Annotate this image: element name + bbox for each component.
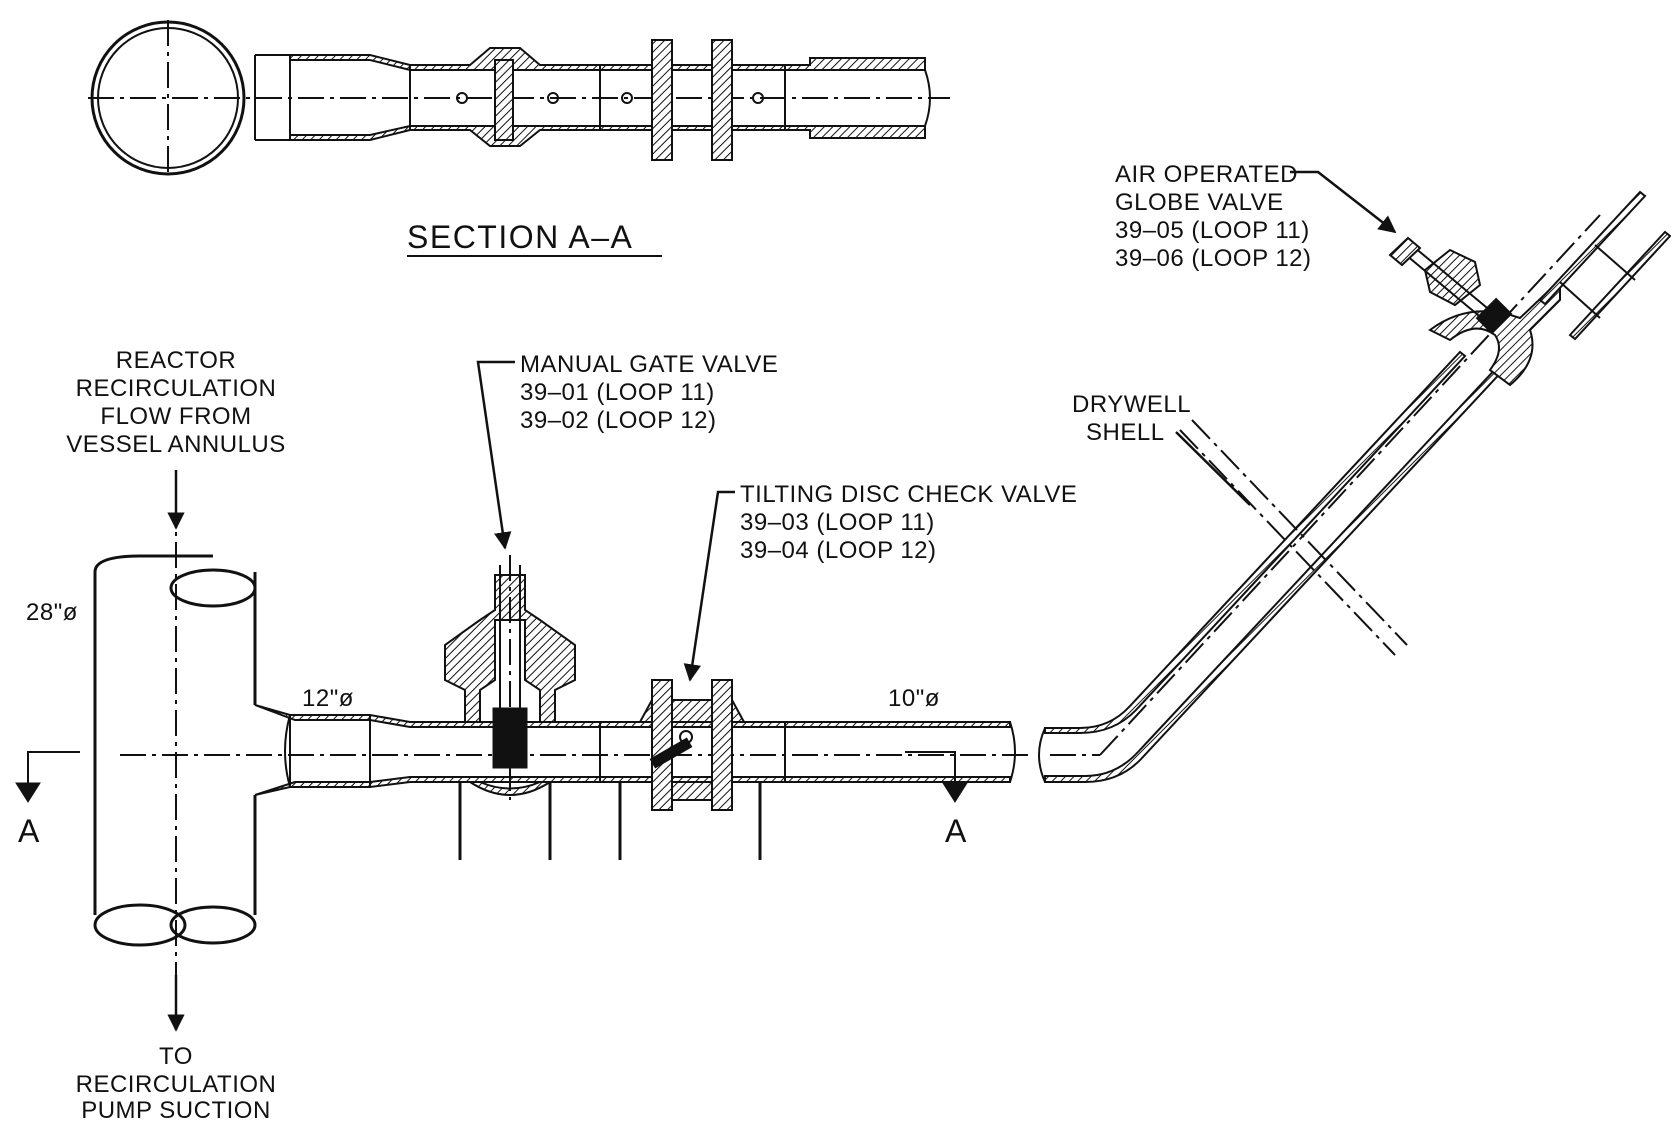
svg-text:VESSEL ANNULUS: VESSEL ANNULUS (66, 431, 286, 458)
svg-text:SHELL: SHELL (1086, 419, 1165, 446)
svg-text:RECIRCULATION: RECIRCULATION (76, 375, 277, 402)
outlet-riser (1038, 214, 1601, 783)
outlet-diameter-label: 10"ø (888, 685, 940, 712)
svg-text:TILTING DISC CHECK VALVE: TILTING DISC CHECK VALVE (740, 481, 1077, 508)
svg-text:REACTOR: REACTOR (116, 347, 236, 374)
svg-text:39–02 (LOOP 12): 39–02 (LOOP 12) (520, 407, 717, 434)
svg-text:39–06 (LOOP 12): 39–06 (LOOP 12) (1115, 245, 1312, 272)
svg-text:39–04 (LOOP 12): 39–04 (LOOP 12) (740, 537, 937, 564)
svg-text:RECIRCULATION: RECIRCULATION (76, 1071, 277, 1098)
source-label: REACTOR RECIRCULATION FLOW FROM VESSEL A… (66, 347, 286, 458)
header-diameter-label: 28"ø (26, 599, 78, 626)
drain-stubs (458, 782, 762, 860)
svg-text:39–03 (LOOP 11): 39–03 (LOOP 11) (740, 509, 935, 536)
inlet-diameter-label: 12"ø (302, 685, 354, 712)
drywell-label: DRYWELL SHELL (1072, 391, 1191, 446)
svg-text:39–05 (LOOP 11): 39–05 (LOOP 11) (1115, 217, 1310, 244)
tilting-disc-check-valve (638, 679, 746, 811)
section-title: SECTION A–A (407, 219, 633, 255)
section-cut-marker-right: A (905, 751, 968, 849)
main-pipe-run (254, 704, 1016, 796)
globe-valve-label: AIR OPERATED GLOBE VALVE 39–05 (LOOP 11)… (1115, 161, 1312, 272)
svg-text:GLOBE VALVE: GLOBE VALVE (1115, 189, 1284, 216)
svg-text:FLOW FROM: FLOW FROM (100, 403, 251, 430)
manual-gate-valve (444, 555, 576, 800)
svg-text:TO: TO (159, 1043, 193, 1070)
section-marker-left: A (18, 813, 41, 849)
svg-text:PUMP SUCTION: PUMP SUCTION (81, 1097, 271, 1121)
section-marker-right: A (945, 813, 968, 849)
svg-text:MANUAL GATE VALVE: MANUAL GATE VALVE (520, 351, 778, 378)
svg-text:DRYWELL: DRYWELL (1072, 391, 1191, 418)
check-valve-label: TILTING DISC CHECK VALVE 39–03 (LOOP 11)… (740, 481, 1077, 564)
leader-lines (476, 170, 1397, 682)
drywell-shell (1179, 419, 1408, 656)
gate-valve-label: MANUAL GATE VALVE 39–01 (LOOP 11) 39–02 … (520, 351, 778, 434)
air-operated-globe-valve (1388, 190, 1671, 387)
dimension-labels: 28"ø 12"ø 10"ø (26, 599, 940, 712)
section-a-a-view: SECTION A–A (88, 20, 950, 257)
svg-text:AIR OPERATED: AIR OPERATED (1115, 161, 1298, 188)
destination-label: TO RECIRCULATION PUMP SUCTION (76, 1043, 277, 1121)
svg-text:39–01 (LOOP 11): 39–01 (LOOP 11) (520, 379, 715, 406)
section-cut-marker-left: A (15, 751, 80, 849)
recirculation-header (93, 500, 1030, 1000)
